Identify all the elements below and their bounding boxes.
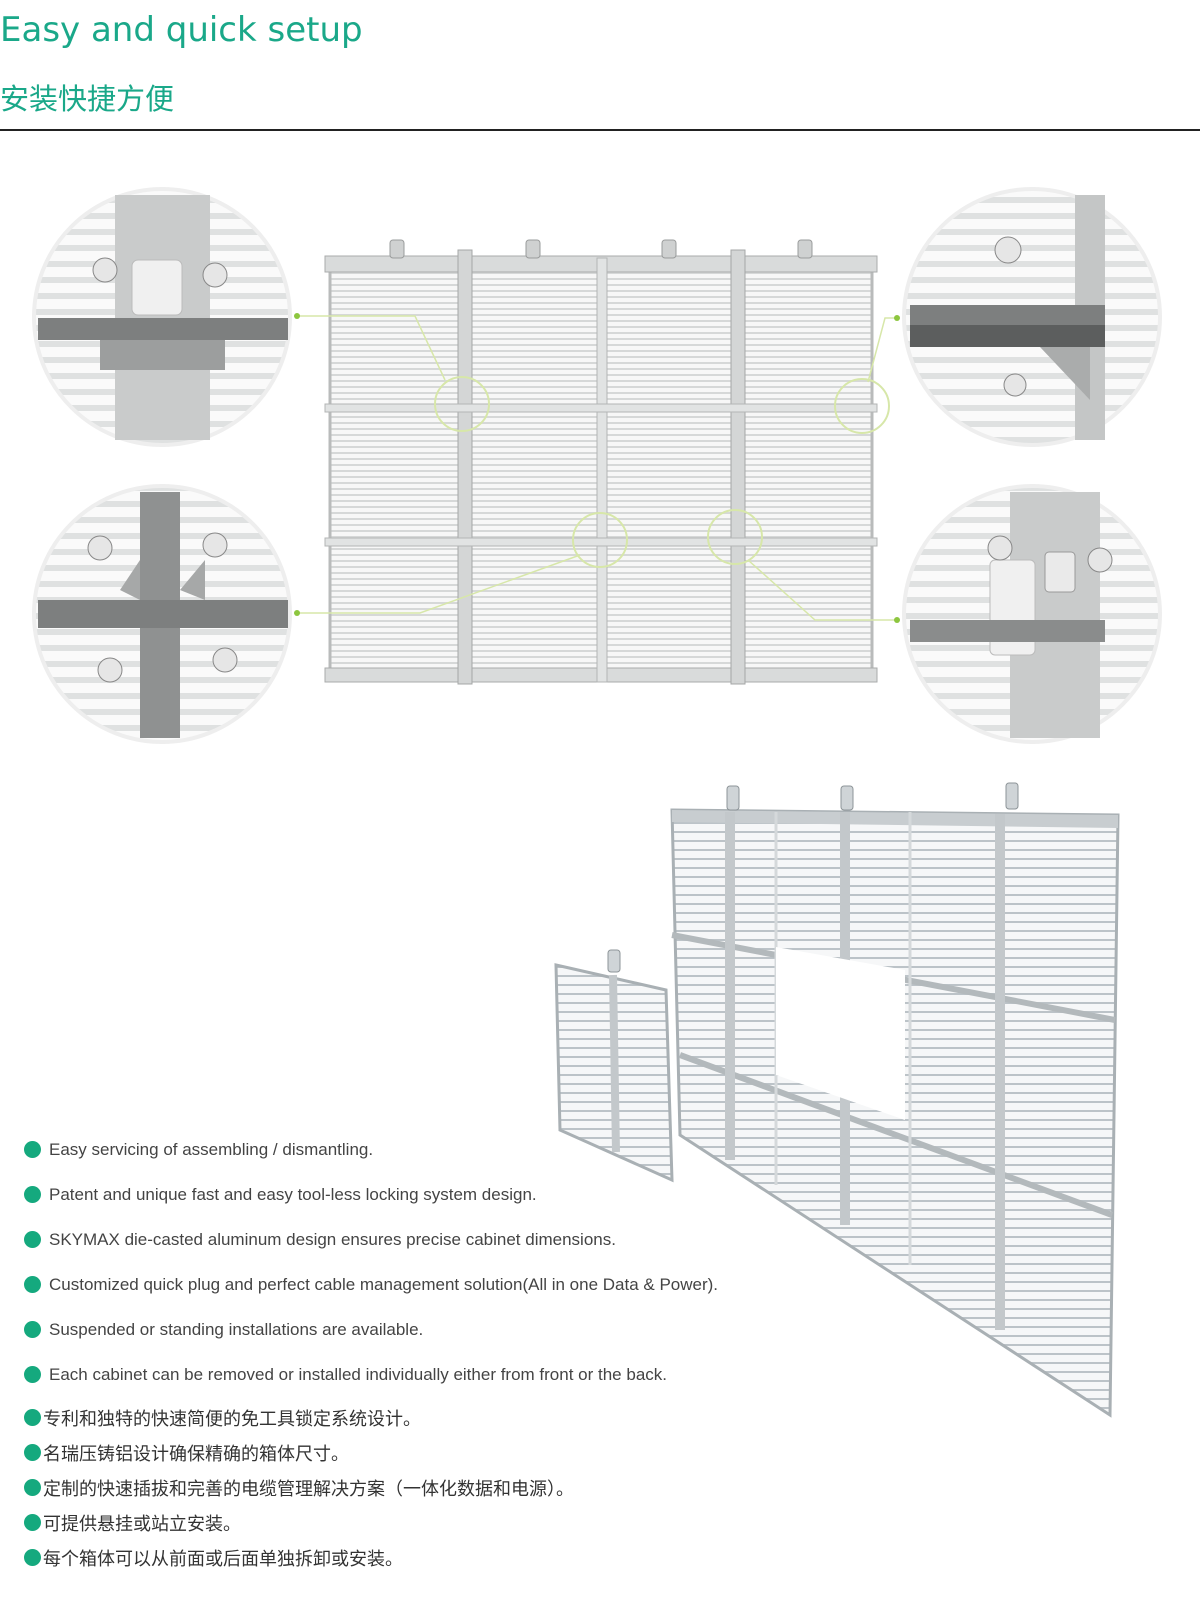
bullet-icon: [24, 1479, 41, 1496]
features-en-list: Easy servicing of assembling / dismantli…: [24, 1127, 784, 1397]
bullet-icon: [24, 1444, 41, 1461]
list-item: Patent and unique fast and easy tool-les…: [24, 1172, 784, 1217]
bullet-icon: [24, 1409, 41, 1426]
front-panel: [324, 239, 890, 685]
features-cn-list: 专利和独特的快速简便的免工具锁定系统设计。 名瑞压铸铝设计确保精确的箱体尺寸。 …: [24, 1400, 784, 1575]
bullet-icon: [24, 1514, 41, 1531]
header-divider: [0, 129, 1200, 131]
list-item: 可提供悬挂或站立安装。: [24, 1505, 784, 1540]
list-item: Customized quick plug and perfect cable …: [24, 1262, 784, 1307]
bullet-icon: [24, 1276, 41, 1293]
list-item: Easy servicing of assembling / dismantli…: [24, 1127, 784, 1172]
cabinet-assembly-illustration: [554, 782, 1120, 1418]
list-item: SKYMAX die-casted aluminum design ensure…: [24, 1217, 784, 1262]
bullet-icon: [24, 1141, 41, 1158]
bullet-icon: [24, 1366, 41, 1383]
bullet-icon: [24, 1186, 41, 1203]
list-item: 每个箱体可以从前面或后面单独拆卸或安装。: [24, 1540, 784, 1575]
detail-circle-top-right: [902, 187, 1162, 447]
bullet-icon: [24, 1549, 41, 1566]
page-subtitle: 安装快捷方便: [0, 82, 175, 116]
bullet-icon: [24, 1321, 41, 1338]
cabinet-front-illustration: [32, 187, 1162, 744]
detail-leader-lines: [297, 315, 897, 621]
detail-circle-bottom-left: [32, 484, 292, 744]
detail-circle-top-left: [32, 187, 292, 447]
list-item: 名瑞压铸铝设计确保精确的箱体尺寸。: [24, 1435, 784, 1470]
bullet-icon: [24, 1231, 41, 1248]
page-title: Easy and quick setup: [0, 10, 363, 50]
detail-circle-bottom-right: [902, 484, 1162, 744]
list-item: Suspended or standing installations are …: [24, 1307, 784, 1352]
list-item: 专利和独特的快速简便的免工具锁定系统设计。: [24, 1400, 784, 1435]
list-item: 定制的快速插拔和完善的电缆管理解决方案（一体化数据和电源）。: [24, 1470, 784, 1505]
list-item: Each cabinet can be removed or installed…: [24, 1352, 784, 1397]
